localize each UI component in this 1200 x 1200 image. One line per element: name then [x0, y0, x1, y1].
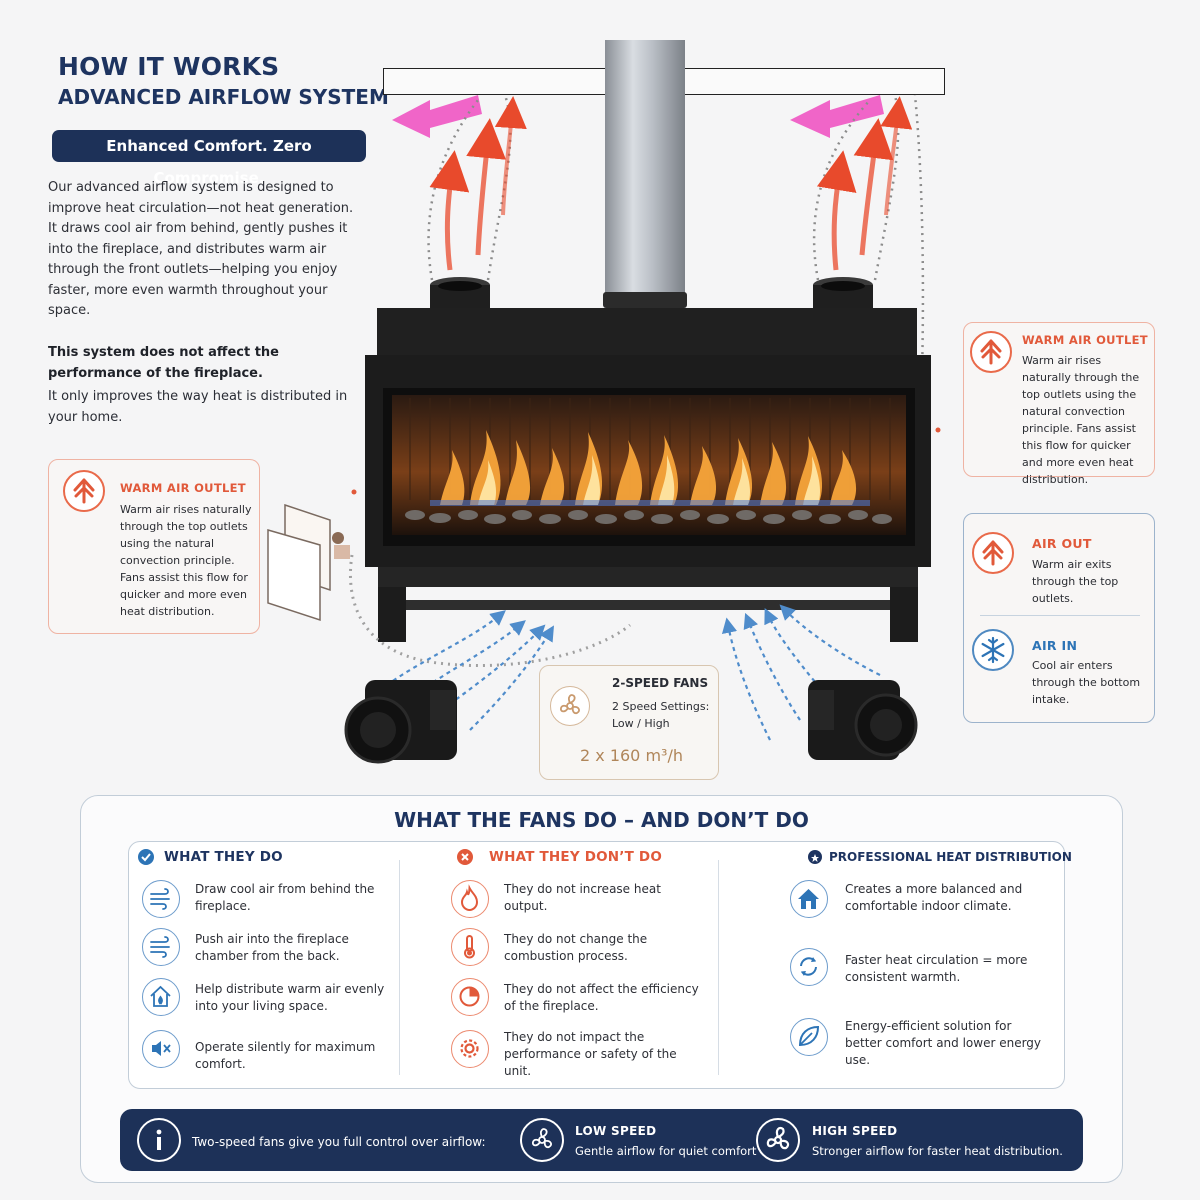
wall-vent — [267, 503, 350, 622]
fans-title: 2-SPEED FANS — [612, 676, 709, 690]
pro-item: Creates a more balanced and comfortable … — [845, 882, 1023, 913]
card-title: WARM AIR OUTLET — [1022, 333, 1148, 347]
do-item: Push air into the fireplace chamber from… — [195, 932, 349, 963]
chimney-pipe — [605, 40, 685, 300]
fans-text: 2 Speed Settings: Low / High — [612, 700, 710, 730]
air-flow-card: AIR OUT Warm air exits through the top o… — [963, 513, 1155, 723]
arrow-up-icon — [63, 470, 105, 512]
do-heading: WHAT THEY DO — [164, 849, 283, 865]
house-icon — [790, 880, 828, 918]
star-icon — [808, 850, 822, 864]
two-speed-fans-card: 2-SPEED FANS 2 Speed Settings: Low / Hig… — [539, 665, 719, 780]
dont-item: They do not impact the performance or sa… — [504, 1030, 677, 1078]
wind-icon — [142, 928, 180, 966]
check-icon — [138, 849, 154, 865]
mute-icon — [142, 1030, 180, 1068]
speed-info-bar: Two-speed fans give you full control ove… — [120, 1109, 1083, 1171]
fan-icon — [520, 1118, 564, 1162]
air-out-title: AIR OUT — [1032, 536, 1092, 551]
speed-info-text: Two-speed fans give you full control ove… — [192, 1135, 486, 1149]
air-in-text: Cool air enters through the bottom intak… — [1032, 659, 1141, 706]
dont-item: They do not increase heat output. — [504, 882, 661, 913]
pro-heading: PROFESSIONAL HEAT DISTRIBUTION — [829, 850, 1072, 864]
page-subtitle: ADVANCED AIRFLOW SYSTEM — [58, 85, 389, 109]
fireplace-illustration — [267, 40, 941, 764]
performance-note: This system does not affect the performa… — [48, 345, 279, 381]
air-out-text: Warm air exits through the top outlets. — [1032, 558, 1119, 605]
house-icon — [142, 978, 180, 1016]
air-in-title: AIR IN — [1032, 638, 1078, 653]
x-icon — [457, 849, 473, 865]
fan-icon — [550, 686, 590, 726]
left-warm-air-outlet-card: WARM AIR OUTLET Warm air rises naturally… — [48, 459, 260, 634]
card-text: Warm air rises naturally through the top… — [1022, 354, 1140, 486]
arrow-up-icon — [970, 331, 1012, 373]
info-icon — [137, 1118, 181, 1162]
panel-title: WHAT THE FANS DO – AND DON’T DO — [394, 808, 809, 832]
right-fan-unit — [808, 680, 918, 760]
refresh-icon — [790, 948, 828, 986]
left-leg — [378, 587, 406, 642]
fan-icon — [756, 1118, 800, 1162]
gear-icon — [451, 1030, 489, 1068]
high-speed-title: HIGH SPEED — [812, 1124, 898, 1138]
do-item: Help distribute warm air evenly into you… — [195, 982, 385, 1013]
do-item: Draw cool air from behind the fireplace. — [195, 882, 375, 913]
page-title: HOW IT WORKS — [58, 52, 280, 81]
pro-item: Faster heat circulation = more consisten… — [845, 953, 1028, 984]
dont-heading: WHAT THEY DON’T DO — [489, 849, 663, 865]
dont-item: They do not change the combustion proces… — [504, 932, 648, 963]
distribution-note: It only improves the way heat is distrib… — [48, 389, 348, 425]
snowflake-icon — [972, 629, 1014, 671]
thermometer-icon — [451, 928, 489, 966]
fans-capacity: 2 x 160 m³/h — [580, 746, 683, 765]
arrow-up-icon — [972, 532, 1014, 574]
fireplace-top-housing — [377, 308, 917, 364]
left-fan-unit — [344, 680, 457, 764]
leaf-icon — [790, 1018, 828, 1056]
right-warm-air-outlet-card: WARM AIR OUTLET Warm air rises naturally… — [963, 322, 1155, 486]
dont-item: They do not affect the efficiency of the… — [504, 982, 699, 1013]
pro-item: Energy-efficient solution for better com… — [845, 1019, 1042, 1067]
intro-paragraph: Our advanced airflow system is designed … — [48, 180, 354, 318]
flame-icon — [451, 880, 489, 918]
wind-icon — [142, 880, 180, 918]
low-speed-title: LOW SPEED — [575, 1124, 657, 1138]
card-title: WARM AIR OUTLET — [120, 481, 246, 495]
tagline-badge: Enhanced Comfort. Zero Compromise. — [52, 130, 366, 187]
pie-chart-icon — [451, 978, 489, 1016]
high-speed-text: Stronger airflow for faster heat distrib… — [812, 1144, 1063, 1158]
card-text: Warm air rises naturally through the top… — [120, 503, 252, 618]
do-item: Operate silently for maximum comfort. — [195, 1040, 376, 1071]
fans-comparison-box — [128, 841, 1065, 1089]
low-speed-text: Gentle airflow for quiet comfort — [575, 1144, 757, 1158]
right-leg — [890, 587, 918, 642]
pink-arrow-right — [790, 95, 884, 138]
pink-arrow-left — [392, 95, 482, 138]
